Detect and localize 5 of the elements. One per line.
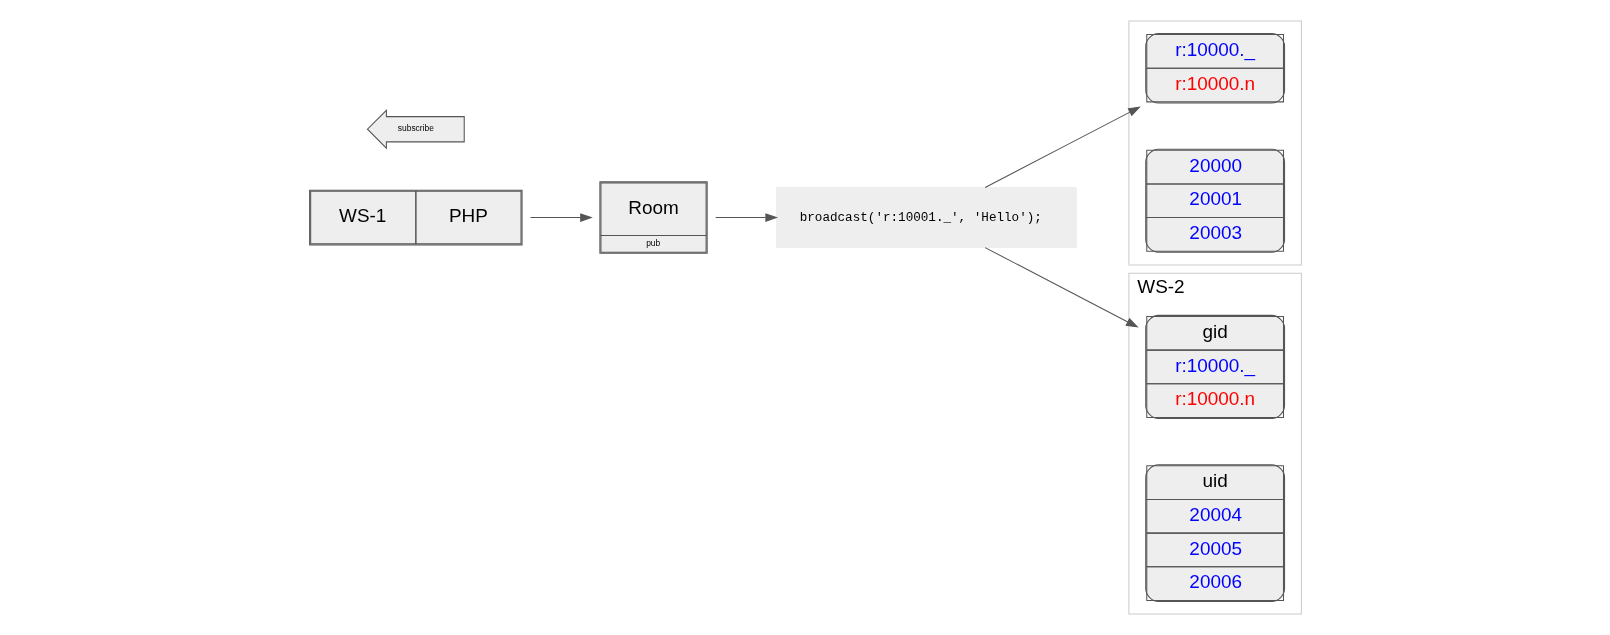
arrow [529, 213, 593, 222]
arrow [984, 247, 1139, 328]
node-box: broadcast('r:10001._', 'Hello'); [775, 187, 1077, 249]
arrow [984, 106, 1141, 189]
arrow [714, 213, 778, 222]
